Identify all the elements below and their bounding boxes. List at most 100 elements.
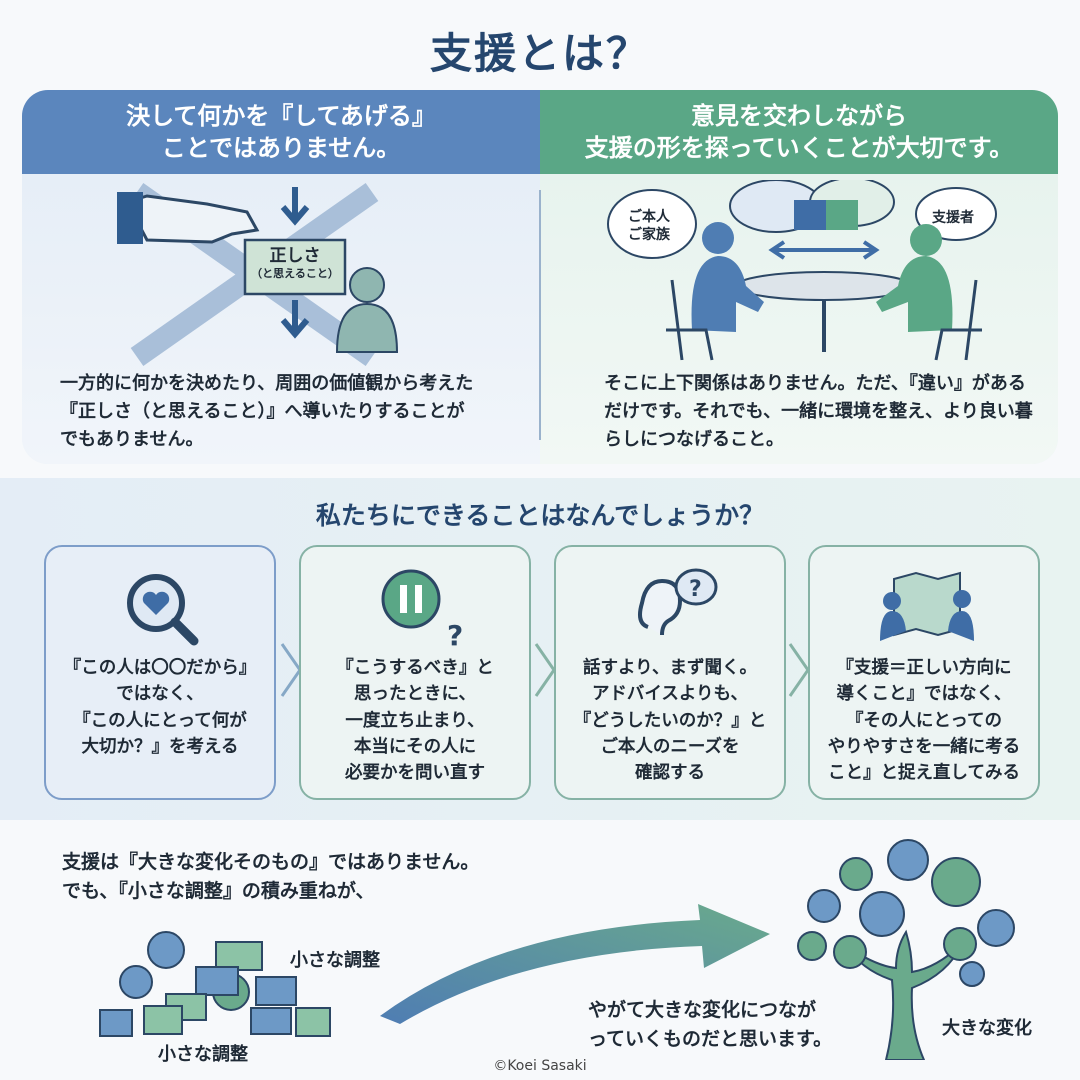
ear-question-icon: ? bbox=[638, 568, 718, 636]
person-right-head-icon bbox=[910, 224, 942, 256]
right-body-text: そこに上下関係はありません。ただ、『違い』がある だけです。それでも、一緒に環境… bbox=[604, 370, 1033, 454]
body-line: でもありません。 bbox=[60, 428, 204, 450]
card-line: 『こうするべき』と bbox=[336, 658, 494, 678]
gear-icon bbox=[147, 931, 185, 969]
meeting-illustration bbox=[607, 180, 997, 361]
sleeve-icon bbox=[117, 192, 143, 244]
person-left-body-icon bbox=[691, 256, 764, 332]
body-line: だけです。それでも、一緒に環境を整え、より良い暮 bbox=[604, 400, 1033, 422]
growth-arrow-icon bbox=[380, 904, 770, 1024]
hand-giving-illustration bbox=[117, 182, 399, 367]
middle-title: 私たちにできることはなんでしょうか？ bbox=[315, 501, 765, 530]
correctness-label: 正しさ （と思えること） bbox=[245, 246, 345, 281]
card-text: 話すより、まず聞く。 アドバイスよりも、 『どうしたいのか？』と ご本人のニーズ… bbox=[556, 655, 784, 786]
panel-divider bbox=[539, 190, 541, 440]
svg-text:?: ? bbox=[447, 619, 463, 651]
end-line: やがて大きな変化につなが bbox=[588, 999, 817, 1021]
action-card: 『この人は〇〇だから』 ではなく、 『この人にとって何が 大切か？』を考える bbox=[44, 545, 276, 800]
action-card: 『支援＝正しい方向に 導くこと』ではなく、 『その人にとっての やりやすさを一緒… bbox=[808, 545, 1040, 800]
left-heading-line: ことではありません。 bbox=[161, 134, 401, 162]
small-adjustments-illustration bbox=[99, 931, 331, 1037]
gear-tree-illustration bbox=[797, 839, 1015, 1060]
hand-icon bbox=[124, 194, 260, 244]
right-body: ご本人 ご家族 支援者 そこに上下関係はありません。ただ、『違い』がある だけで… bbox=[540, 174, 1058, 464]
card-line: 話すより、まず聞く。 bbox=[583, 658, 757, 678]
left-body-text: 一方的に何かを決めたり、周囲の価値観から考えた 『正しさ（と思えること）』へ導い… bbox=[60, 370, 473, 454]
body-line: らしにつなげること。 bbox=[604, 428, 784, 450]
block-icon bbox=[295, 1007, 331, 1037]
block-icon bbox=[250, 1007, 292, 1035]
gear-icon bbox=[833, 935, 867, 969]
block-icon bbox=[255, 976, 297, 1006]
person-right-body-icon bbox=[876, 256, 953, 332]
top-panel: 決して何かを『してあげる』 ことではありません。 意見を交わしながら 支援の形を… bbox=[22, 90, 1058, 464]
arrow-down-icon bbox=[280, 187, 310, 226]
pause-question-icon: ? bbox=[381, 569, 463, 651]
tree-trunk-icon bbox=[845, 929, 963, 1060]
double-arrow-icon bbox=[768, 240, 880, 260]
card-line: 『支援＝正しい方向に bbox=[836, 658, 1012, 678]
bottom-end-text: やがて大きな変化につなが っていくものだと思います。 bbox=[588, 996, 832, 1053]
person-head-icon bbox=[349, 267, 385, 303]
left-body: 正しさ （と思えること） 一方的に何かを決めたり、周囲の価値観から考えた 『正し… bbox=[22, 174, 540, 464]
card-line: やりやすさを一緒に考る bbox=[827, 736, 1021, 757]
action-card: ? 話すより、まず聞く。 アドバイスよりも、 『どうしたいのか？』と ご本人のニ… bbox=[554, 545, 786, 800]
arrow-down-icon bbox=[280, 300, 310, 339]
gear-icon bbox=[931, 857, 981, 907]
magnifier-heart-icon bbox=[127, 574, 199, 646]
person-body-icon bbox=[335, 302, 399, 353]
card-line: 本当にその人に bbox=[353, 736, 477, 757]
action-card: ? 『こうするべき』と 思ったときに、 一度立ち止まり、 本当にその人に 必要か… bbox=[299, 545, 531, 800]
card-line: 『どうしたいのか？』と bbox=[573, 710, 767, 731]
card-line: こと』と捉え直してみる bbox=[828, 763, 1020, 783]
end-line: っていくものだと思います。 bbox=[588, 1027, 833, 1050]
puzzle-left-icon bbox=[794, 200, 826, 230]
gear-icon bbox=[797, 931, 827, 961]
card-text: 『こうするべき』と 思ったときに、 一度立ち止まり、 本当にその人に 必要かを問… bbox=[301, 655, 529, 786]
bottom-intro: 支援は『大きな変化そのもの』ではありません。 でも、『小さな調整』の積み重ねが、 bbox=[62, 848, 479, 905]
card-line: 思ったときに、 bbox=[354, 684, 476, 705]
puzzle-right-icon bbox=[826, 200, 858, 230]
intro-line: 支援は『大きな変化そのもの』ではありません。 bbox=[62, 851, 480, 873]
svg-text:?: ? bbox=[689, 577, 702, 602]
left-heading-line: 決して何かを『してあげる』 bbox=[126, 101, 436, 130]
right-heading-line: 意見を交わしながら bbox=[691, 101, 907, 130]
card-line: 一度立ち止まり、 bbox=[345, 710, 485, 731]
gear-icon bbox=[977, 909, 1015, 947]
correctness-label-sub: （と思えること） bbox=[251, 267, 339, 281]
bubble-left-label: ご本人 ご家族 bbox=[628, 208, 670, 244]
copyright: ©Koei Sasaki bbox=[493, 1058, 587, 1074]
body-line: 一方的に何かを決めたり、周囲の価値観から考えた bbox=[60, 373, 474, 394]
card-line: 『この人にとって何が bbox=[73, 710, 247, 731]
card-line: 『この人は〇〇だから』 bbox=[63, 658, 257, 678]
card-line: 大切か？』を考える bbox=[81, 736, 239, 757]
gear-icon bbox=[887, 839, 929, 881]
gear-icon bbox=[119, 965, 153, 999]
block-icon bbox=[99, 1009, 133, 1037]
speech-bubble-left-icon bbox=[607, 189, 697, 259]
card-text: 『支援＝正しい方向に 導くこと』ではなく、 『その人にとっての やりやすさを一緒… bbox=[810, 655, 1038, 786]
right-heading: 意見を交わしながら 支援の形を探っていくことが大切です。 bbox=[540, 90, 1058, 174]
person-left-head-icon bbox=[702, 222, 734, 254]
card-line: 『その人にとっての bbox=[845, 710, 1003, 731]
card-line: ではなく、 bbox=[116, 684, 204, 705]
card-line: ご本人のニーズを bbox=[600, 736, 740, 757]
intro-line: でも、『小さな調整』の積み重ねが、 bbox=[62, 879, 375, 902]
speech-bubble-right-icon bbox=[915, 187, 997, 241]
card-line: 必要かを問い直す bbox=[345, 763, 485, 783]
gear-icon bbox=[807, 889, 841, 923]
bubble-line: ご本人 bbox=[628, 209, 670, 225]
chair-left-icon bbox=[666, 279, 714, 361]
page-title: 支援とは？ bbox=[429, 29, 650, 78]
bubble-line: ご家族 bbox=[628, 227, 670, 244]
gear-icon bbox=[959, 961, 985, 987]
card-line: 導くこと』ではなく、 bbox=[836, 684, 1012, 705]
map-people-icon bbox=[880, 571, 974, 641]
correctness-card bbox=[243, 238, 347, 296]
gear-icon bbox=[839, 857, 873, 891]
right-heading-line: 支援の形を探っていくことが大切です。 bbox=[584, 134, 1014, 162]
block-icon bbox=[215, 941, 263, 971]
correctness-label-main: 正しさ bbox=[269, 246, 321, 266]
body-line: そこに上下関係はありません。ただ、『違い』がある bbox=[604, 373, 1026, 394]
left-heading: 決して何かを『してあげる』 ことではありません。 bbox=[22, 90, 540, 174]
